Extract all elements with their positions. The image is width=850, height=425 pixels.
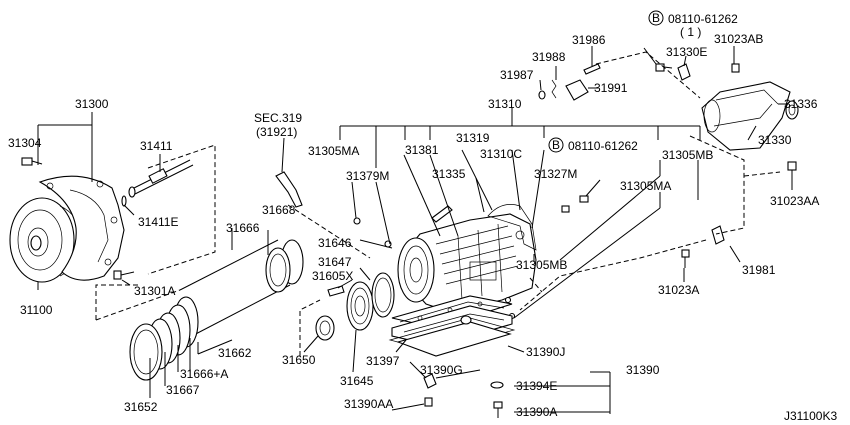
torque-converter-31100[interactable]	[9, 197, 83, 283]
label-31305ma-b: 31305MA	[620, 179, 671, 193]
label-31100: 31100	[20, 303, 53, 317]
input-shaft-31411[interactable]	[128, 159, 194, 198]
label-31305mb-b: 31305MB	[662, 148, 713, 162]
label-31668: 31668	[262, 203, 296, 217]
label-31390: 31390	[626, 363, 660, 377]
label-31667: 31667	[166, 383, 200, 397]
label-31646: 31646	[318, 236, 352, 250]
lever-31991[interactable]	[565, 79, 589, 101]
label-31023ab: 31023AB	[714, 32, 763, 46]
label-31023aa: 31023AA	[770, 194, 819, 208]
extension-housing-31330[interactable]	[701, 81, 791, 151]
bolt-marker-b2: B	[548, 137, 564, 153]
spring-31988[interactable]	[551, 79, 557, 99]
label-31310c: 31310C	[480, 147, 522, 161]
part-labels: 31300 31304 31100 31411 31411E 31301A 31…	[8, 12, 837, 423]
label-31390j: 31390J	[526, 345, 565, 359]
label-sec319: SEC.319	[254, 111, 302, 125]
label-31988: 31988	[532, 50, 566, 64]
label-31336: 31336	[784, 97, 818, 111]
bracket-31330e[interactable]	[677, 63, 691, 81]
label-31327m: 31327M	[534, 167, 577, 181]
bracket-sec319[interactable]	[275, 171, 303, 208]
label-31662: 31662	[218, 346, 252, 360]
label-sec319-ref: (31921)	[256, 125, 297, 139]
bolt-31301a[interactable]	[113, 270, 135, 280]
bracket-31981[interactable]	[711, 225, 725, 245]
label-08110-61262-mid: 08110-61262	[568, 139, 638, 153]
screw-31305ma[interactable]	[353, 217, 392, 248]
label-31381: 31381	[405, 143, 439, 157]
bolt-marker-b1-text: B	[652, 11, 660, 25]
label-31991: 31991	[594, 81, 628, 95]
snap-ring-31668[interactable]	[265, 239, 304, 293]
label-31411e: 31411E	[138, 215, 178, 229]
label-31023a: 31023A	[658, 283, 699, 297]
oil-pump-31645[interactable]	[346, 281, 374, 331]
label-08110-61262-top: 08110-61262	[668, 12, 738, 26]
bolt-marker-b1: B	[648, 10, 664, 26]
label-31305mb-a: 31305MB	[516, 258, 567, 272]
bolt-31023aa[interactable]	[787, 161, 797, 180]
diagram-code: J31100K3	[784, 409, 837, 423]
label-31310: 31310	[488, 97, 522, 111]
label-31666a: 31666+A	[180, 367, 228, 381]
converter-housing-31300[interactable]	[38, 175, 125, 281]
label-31379m: 31379M	[346, 169, 389, 183]
bolt-31023a[interactable]	[681, 249, 690, 268]
seal-31336[interactable]	[785, 100, 799, 120]
bolt-marker-b2-text: B	[552, 138, 560, 152]
label-31411: 31411	[140, 139, 173, 153]
label-31650: 31650	[282, 353, 316, 367]
leader-lines-clutch	[95, 228, 269, 398]
ring-31987[interactable]	[538, 90, 546, 100]
label-31390aa: 31390AA	[344, 397, 393, 411]
label-31330e: 31330E	[666, 45, 707, 59]
transmission-case-31310[interactable]	[397, 213, 537, 313]
bolt-31023ab[interactable]	[731, 63, 740, 73]
label-31986: 31986	[572, 33, 606, 47]
leader-lines-right	[339, 46, 793, 414]
pin-31986[interactable]	[583, 63, 601, 75]
tube-31335[interactable]	[431, 205, 453, 223]
label-31987: 31987	[500, 68, 534, 82]
label-31605x: 31605X	[312, 269, 353, 283]
label-31301a: 31301A	[134, 284, 175, 298]
bolt-31390aa[interactable]	[424, 397, 433, 407]
label-31645: 31645	[340, 374, 374, 388]
retainer-31605x[interactable]	[327, 285, 345, 297]
label-31652: 31652	[124, 400, 158, 414]
bracket-31390g-small[interactable]	[423, 373, 437, 389]
label-31335: 31335	[432, 167, 466, 181]
gasket-31310c[interactable]	[487, 204, 537, 251]
label-31647: 31647	[318, 255, 352, 269]
label-31330: 31330	[758, 133, 792, 147]
seal-ring-31411e[interactable]	[121, 195, 127, 207]
label-31300: 31300	[75, 97, 109, 111]
washer-31394e[interactable]	[490, 381, 504, 389]
label-31981: 31981	[742, 263, 776, 277]
label-31305ma-a: 31305MA	[308, 144, 359, 158]
sec-line	[281, 137, 285, 173]
label-qty-1: ( 1 )	[680, 25, 701, 39]
label-31319: 31319	[456, 131, 490, 145]
sec-leader	[287, 204, 371, 259]
label-31390g: 31390G	[420, 363, 463, 377]
leader-lines-left	[37, 112, 216, 290]
gasket-31646[interactable]	[371, 272, 395, 318]
bolt-31390a[interactable]	[493, 401, 503, 418]
label-31666: 31666	[226, 221, 260, 235]
label-31390a: 31390A	[516, 405, 557, 419]
label-31394e: 31394E	[516, 379, 557, 393]
bolt-31327m[interactable]	[561, 195, 589, 213]
label-31304: 31304	[8, 136, 42, 150]
dashed-lines-right	[519, 51, 781, 311]
clutch-pack-31666[interactable]	[129, 239, 291, 381]
label-31397: 31397	[366, 354, 400, 368]
seal-31650[interactable]	[315, 315, 335, 341]
pan-lower-31390[interactable]	[396, 315, 512, 357]
bolt-31304[interactable]	[21, 157, 43, 166]
